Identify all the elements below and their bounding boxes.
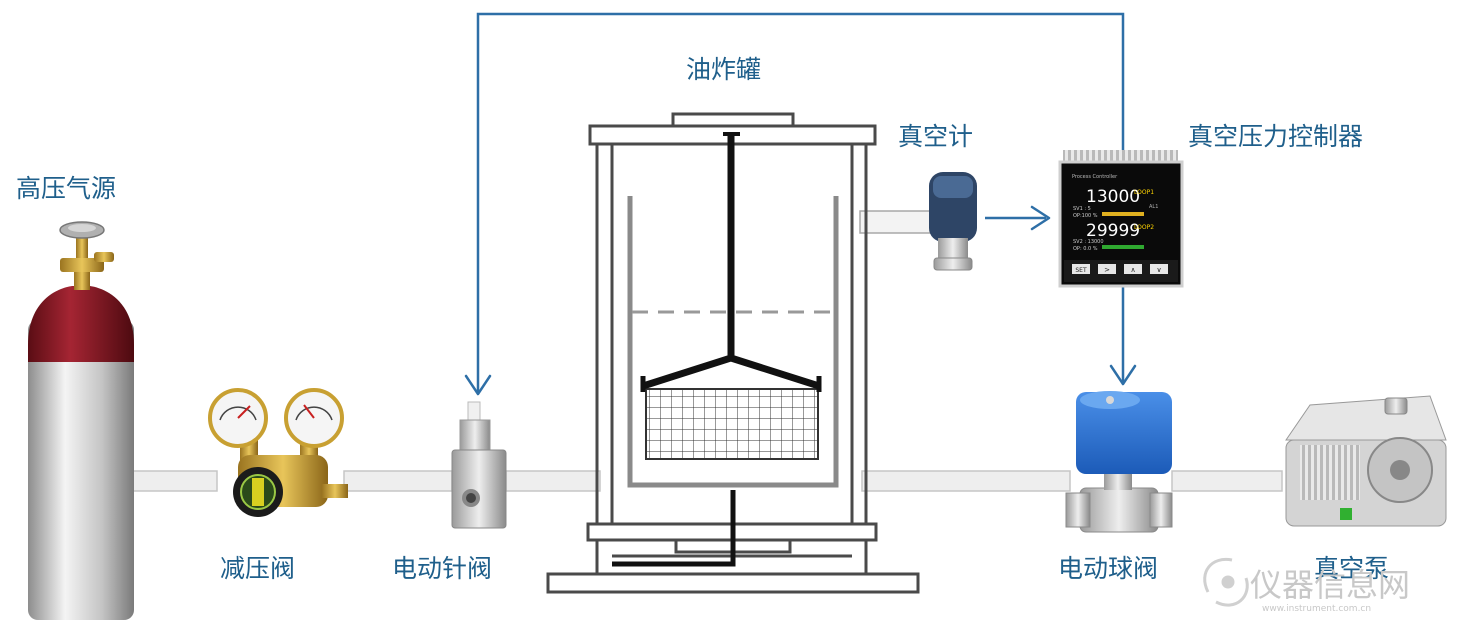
label-needle-valve: 电动针阀 <box>392 554 493 583</box>
signal-lines <box>476 12 1125 392</box>
vacuum-pump <box>1285 395 1447 527</box>
inner-pot <box>627 196 839 488</box>
watermark-url: www.instrument.com.cn <box>1262 604 1372 614</box>
label-vacuum-controller: 真空压力控制器 <box>1188 122 1364 151</box>
controller-loop2: LOOP2 <box>1134 224 1154 231</box>
controller-btn-shift: > <box>1104 266 1110 274</box>
needle-valve <box>451 401 507 529</box>
watermark-text: 仪器信息网 <box>1250 566 1411 604</box>
controller-btn-down: ∨ <box>1156 266 1161 274</box>
label-gas-source: 高压气源 <box>16 174 117 203</box>
vacuum-controller: Process Controller 13000 LOOP1 SV1 : 5 O… <box>1058 150 1184 288</box>
pressure-gauge-icon <box>208 388 344 448</box>
vacuum-gauge <box>929 172 977 271</box>
label-vacuum-pump: 真空泵 <box>1314 554 1390 583</box>
controller-btn-set: SET <box>1075 267 1087 274</box>
basket <box>612 132 822 567</box>
label-ball-valve: 电动球阀 <box>1058 554 1159 583</box>
controller-mark: AL1 <box>1149 204 1158 210</box>
controller-loop1: LOOP1 <box>1134 189 1154 196</box>
gas-cylinder <box>28 221 134 620</box>
controller-sv2: SV2 : 13000 <box>1073 239 1104 245</box>
controller-sv1: SV1 : 5 <box>1073 206 1091 212</box>
controller-op2: OP: 0.0 % <box>1073 246 1098 252</box>
watermark-logo-icon <box>1203 557 1249 607</box>
ball-valve <box>1065 391 1173 533</box>
controller-op1: OP:100 % <box>1073 213 1098 219</box>
arrow-head-icon <box>464 205 1137 396</box>
handwheel-icon <box>59 221 105 239</box>
controller-title: Process Controller <box>1072 174 1118 180</box>
controller-btn-up: ∧ <box>1130 266 1135 274</box>
label-vacuum-gauge: 真空计 <box>898 122 974 151</box>
pressure-reducer <box>208 388 348 517</box>
label-pressure-reducer: 减压阀 <box>220 554 296 583</box>
label-fryer-tank: 油炸罐 <box>686 55 762 84</box>
controller-pv2: 29999 <box>1086 221 1140 241</box>
controller-pv1: 13000 <box>1086 187 1140 207</box>
